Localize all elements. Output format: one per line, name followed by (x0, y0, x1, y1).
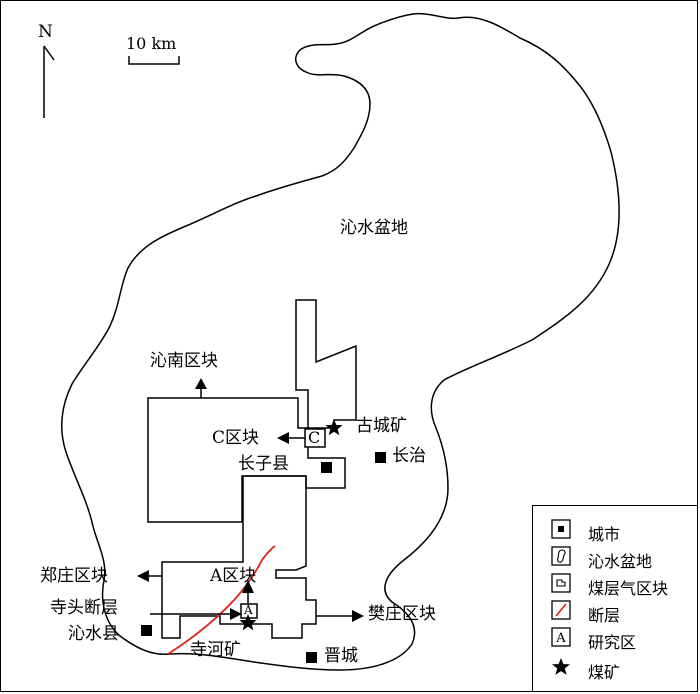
c-block-arrow-icon (277, 432, 305, 444)
legend-label: 煤矿 (588, 663, 621, 682)
legend-item-cbm-block: 煤层气区块 (533, 570, 697, 598)
legend-label: 城市 (588, 525, 621, 544)
zhengzhuang-arrow-icon (137, 570, 162, 582)
svg-text:A: A (555, 631, 566, 646)
c-box-letter: C (308, 428, 321, 447)
fanzhuang-block-label: 樊庄区块 (368, 604, 436, 624)
southern-block-outline (161, 475, 317, 639)
legend-label: 沁水盆地 (588, 552, 653, 571)
changzi-city-icon (321, 462, 332, 473)
legend-item-basin: 沁水盆地 (533, 543, 697, 571)
changzhi-city-label: 长治 (392, 446, 426, 466)
square-icon (551, 519, 571, 539)
qinnan-arrow-icon (195, 378, 207, 398)
qinnan-block-label: 沁南区块 (150, 351, 218, 371)
changzhi-city-icon (375, 452, 386, 463)
legend-item-fault: 断层 (533, 597, 697, 625)
qinnan-block-outline (147, 299, 357, 523)
qinshui-city-icon (141, 625, 152, 636)
changzi-city-label: 长子县 (238, 454, 289, 474)
a-box-letter: A (244, 603, 253, 617)
legend-item-study-area: A 研究区 (533, 624, 697, 652)
legend-item-city: 城市 (533, 516, 697, 544)
legend-label: 煤层气区块 (588, 579, 669, 598)
legend-label: 研究区 (588, 633, 637, 652)
star-icon (552, 658, 570, 675)
jincheng-city-label: 晋城 (324, 646, 358, 666)
basin-label: 沁水盆地 (340, 218, 408, 238)
north-arrow-icon (43, 45, 55, 118)
zhengzhuang-block-label: 郑庄区块 (40, 566, 108, 586)
qinshui-city-label: 沁水县 (68, 624, 119, 644)
map-legend: 城市 沁水盆地 煤层气区块 断层 A 研究区 煤矿 (532, 505, 698, 692)
gucheng-mine-star-icon (325, 419, 343, 436)
basin-outline (61, 12, 620, 671)
north-label: N (38, 22, 53, 42)
block-outline-icon (551, 573, 571, 593)
legend-item-mine: 煤矿 (533, 654, 697, 682)
gucheng-mine-label: 古城矿 (356, 416, 407, 436)
study-area-icon: A (551, 627, 571, 647)
fanzhuang-arrow-icon (316, 610, 364, 622)
a-block-arrow-icon (242, 580, 254, 604)
sitou-arrow-icon (150, 608, 242, 620)
fault-line-icon (551, 600, 571, 620)
c-block-label: C区块 (212, 428, 260, 448)
sitou-fault-label: 寺头断层 (50, 598, 118, 618)
a-block-label: A区块 (210, 566, 257, 586)
sihe-mine-label: 寺河矿 (190, 640, 241, 660)
sihe-mine-star-icon (239, 614, 257, 631)
scale-label: 10 km (126, 34, 177, 53)
basin-outline-icon (551, 546, 571, 566)
legend-label: 断层 (588, 606, 621, 625)
jincheng-city-icon (306, 652, 317, 663)
scale-bar-icon (128, 56, 180, 65)
